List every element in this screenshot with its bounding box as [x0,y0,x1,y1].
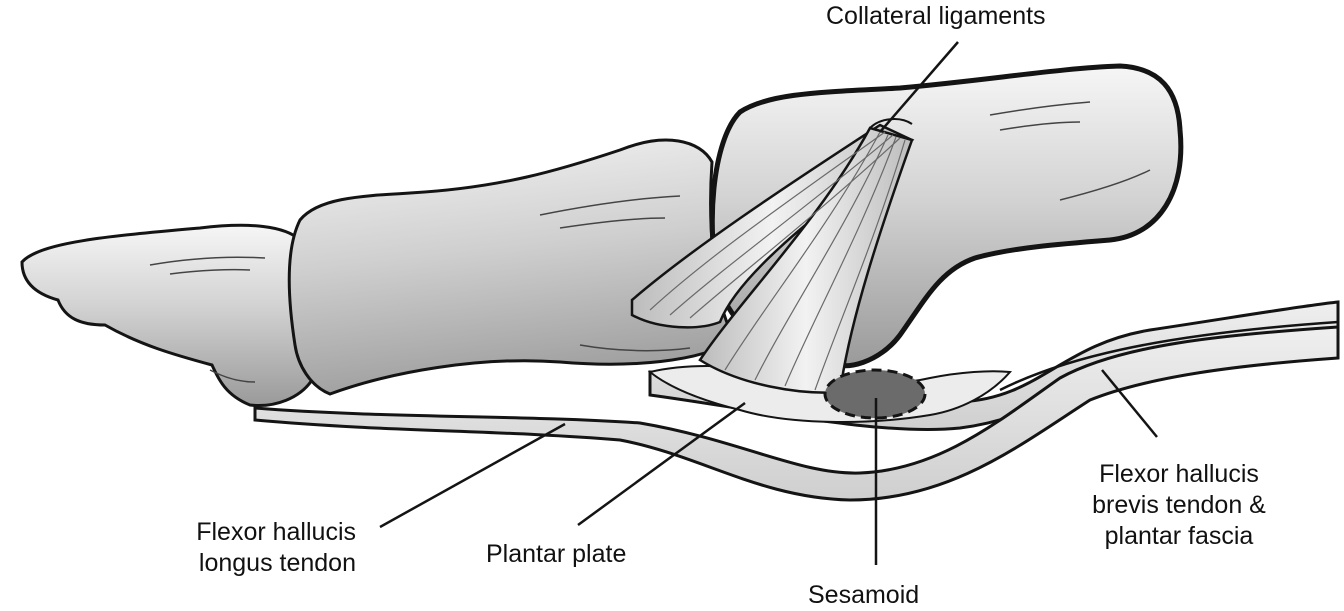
label-flexor-hallucis-longus: Flexor hallucis longus tendon [166,517,356,579]
flexor-hallucis-longus-tendon [253,325,1340,502]
collateral-ligaments [630,118,915,394]
label-flexor-hallucis-brevis: Flexor hallucis brevis tendon & plantar … [1068,459,1290,552]
leader-lines [379,41,1158,565]
bone-shading [149,101,1151,383]
sesamoid-bone [823,368,927,420]
label-line: brevis tendon & [1092,491,1266,519]
label-line: plantar fascia [1104,522,1254,550]
proximal-phalanx [287,138,738,396]
label-line: longus tendon [198,549,356,577]
label-plantar-plate: Plantar plate [486,540,627,568]
leader-collateral-ligaments [879,41,959,133]
label-collateral-ligaments: Collateral ligaments [826,2,1046,30]
distal-phalanx [20,223,314,408]
label-line: Flexor hallucis [1099,460,1259,488]
leader-plantar-plate [577,401,746,527]
label-line: Flexor hallucis [196,518,356,546]
leader-flexor-hallucis-brevis [1101,369,1158,438]
leader-flexor-hallucis-longus [379,422,566,529]
label-sesamoid: Sesamoid [808,581,920,609]
